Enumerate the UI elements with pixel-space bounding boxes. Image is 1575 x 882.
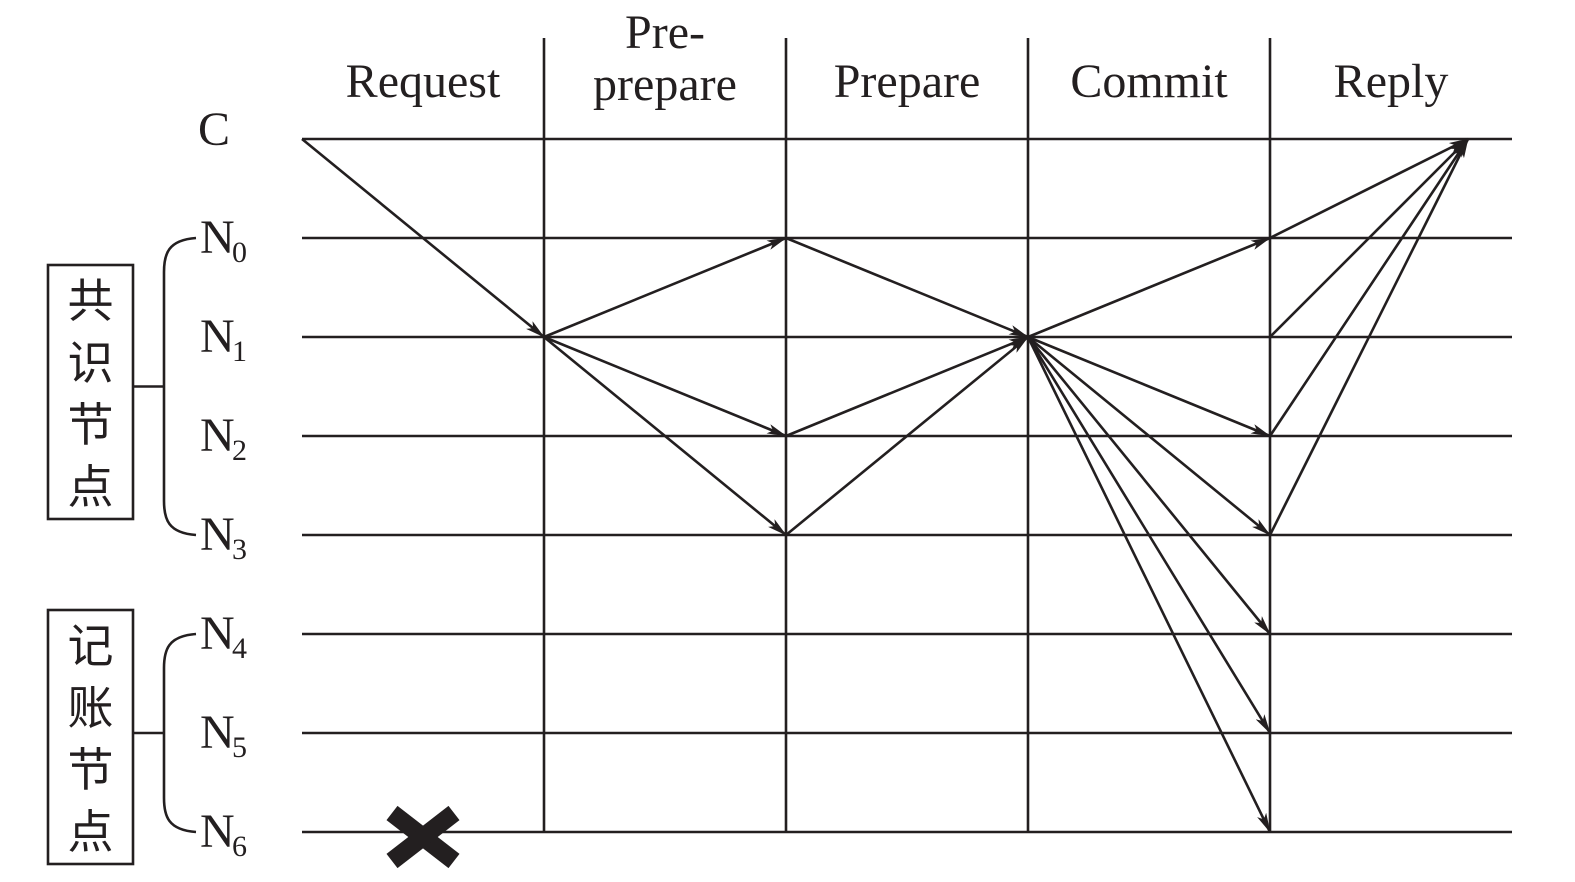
group-char-consensus-2: 节 <box>68 398 114 452</box>
group-char-bookkeeping-2: 节 <box>68 743 114 797</box>
node-label-n0: N <box>200 211 235 264</box>
message-arrow-n2-to-c-phase-4 <box>1268 138 1470 437</box>
group-char-consensus-1: 识 <box>68 336 114 390</box>
node-label-n3: N <box>200 508 235 561</box>
group-box-bookkeeping <box>46 608 135 866</box>
group-box-consensus <box>46 263 135 521</box>
message-arrow-n1-to-n2-phase-3 <box>1027 335 1271 438</box>
group-char-bookkeeping-3: 点 <box>68 805 114 859</box>
cross-icon <box>386 805 460 869</box>
node-subscript-n3: 3 <box>232 533 247 566</box>
message-arrow-n3-to-n1-phase-2 <box>785 335 1029 537</box>
cross-stroke-2 <box>386 805 460 869</box>
node-subscript-n5: 5 <box>232 731 247 764</box>
node-subscript-n1: 1 <box>232 335 247 368</box>
node-label-c: C <box>198 103 230 156</box>
group-brace-consensus <box>162 236 197 537</box>
node-subscript-n0: 0 <box>232 236 247 269</box>
message-arrow-n2-to-n1-phase-2 <box>785 335 1029 438</box>
group-brace-bookkeeping <box>162 632 197 834</box>
group-char-consensus-0: 共 <box>68 274 114 328</box>
node-label-n1: N <box>200 310 235 363</box>
message-arrow-n1-to-n6-phase-3 <box>1026 336 1272 833</box>
phase-labels: Request Pre-prepare Prepare Commit Reply <box>346 6 1449 111</box>
message-arrow-n1-to-n3-phase-3 <box>1027 335 1271 537</box>
node-label-n5: N <box>200 706 235 759</box>
node-subscript-n6: 6 <box>232 830 247 863</box>
phase-label-request: Request <box>346 55 501 108</box>
node-label-n4: N <box>200 607 235 660</box>
node-subscript-n4: 4 <box>232 632 247 665</box>
group-char-bookkeeping-1: 账 <box>68 681 114 735</box>
phase-label-pre-prepare-line-0: Pre- <box>625 6 705 59</box>
phase-label-reply: Reply <box>1334 55 1449 108</box>
message-arrow-n1-to-n5-phase-3 <box>1026 336 1272 734</box>
group-char-consensus-3: 点 <box>68 460 114 514</box>
message-arrow-n1-to-n0-phase-3 <box>1027 236 1271 339</box>
failure-markers <box>386 805 460 869</box>
node-label-n2: N <box>200 409 235 462</box>
group-char-bookkeeping-0: 记 <box>68 619 114 673</box>
phase-label-prepare: Prepare <box>834 55 981 108</box>
message-arrow-n0-to-n1-phase-2 <box>785 236 1029 339</box>
node-label-n6: N <box>200 805 235 858</box>
message-arrow-n1-to-c-phase-4 <box>1269 138 1469 338</box>
message-arrow-n1-to-n3-phase-1 <box>543 335 787 537</box>
message-arrow-n3-to-c-phase-4 <box>1268 138 1470 536</box>
message-arrow-c-to-n1-phase-0 <box>301 137 545 339</box>
phase-label-pre-prepare-line-1: prepare <box>593 58 737 111</box>
message-arrow-n1-to-n4-phase-3 <box>1026 336 1272 635</box>
node-timelines <box>302 137 1512 834</box>
message-arrow-n1-to-n2-phase-1 <box>543 335 787 438</box>
message-arrow-n0-to-c-phase-4 <box>1269 137 1469 240</box>
message-arrow-n1-to-n0-phase-1 <box>543 236 787 339</box>
node-subscript-n2: 2 <box>232 434 247 467</box>
phase-label-commit: Commit <box>1070 55 1228 108</box>
message-arrows <box>301 137 1470 833</box>
